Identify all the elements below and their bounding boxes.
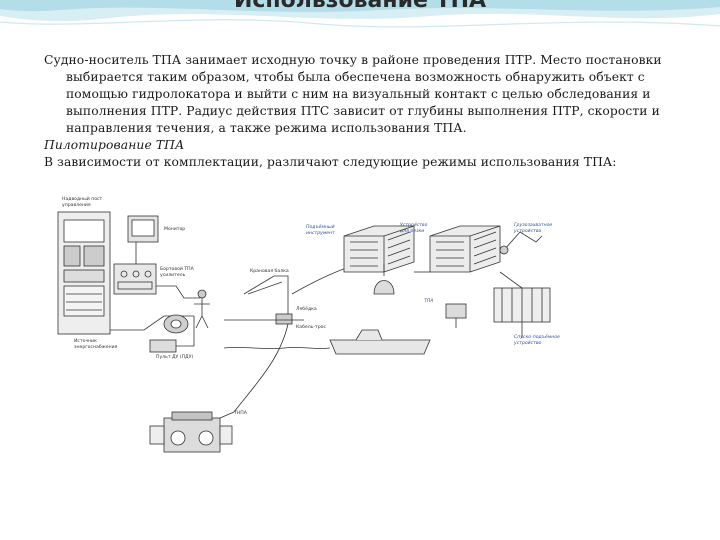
piloting-heading: Пилотирование ТПА bbox=[44, 137, 684, 154]
svg-text:Подъёмный: Подъёмный bbox=[306, 224, 335, 230]
slide-body: Судно-носитель ТПА занимает исходную точ… bbox=[44, 52, 684, 171]
svg-text:ТПА: ТПА bbox=[424, 298, 433, 304]
svg-text:Грузозахватное: Грузозахватное bbox=[514, 222, 552, 228]
svg-text:инструмент: инструмент bbox=[306, 231, 335, 236]
rov-system-diagram: Надводный пост управления Монитор Бортов… bbox=[44, 190, 584, 490]
svg-text:Кабель-трос: Кабель-трос bbox=[296, 324, 326, 330]
svg-text:для резки: для резки bbox=[399, 229, 424, 234]
svg-text:управления: управления bbox=[62, 203, 91, 208]
svg-text:Источник: Источник bbox=[74, 338, 97, 344]
svg-text:Монитор: Монитор bbox=[164, 226, 185, 232]
svg-text:Спуско-подъёмное: Спуско-подъёмное bbox=[514, 334, 560, 340]
svg-text:Бортовой ТПА: Бортовой ТПА bbox=[160, 265, 195, 272]
svg-text:устройство: устройство bbox=[513, 340, 542, 346]
intro-paragraph: Судно-носитель ТПА занимает исходную точ… bbox=[44, 52, 684, 137]
svg-text:энергоснабжения: энергоснабжения bbox=[74, 344, 118, 350]
svg-text:Надводный пост: Надводный пост bbox=[62, 195, 103, 202]
slide-title: Использование ТПА bbox=[0, 0, 720, 13]
svg-text:Устройство: Устройство bbox=[400, 222, 428, 228]
svg-text:устройство: устройство bbox=[513, 228, 542, 234]
svg-text:усилитель: усилитель bbox=[160, 273, 186, 278]
svg-text:Лебёдка: Лебёдка bbox=[296, 306, 317, 312]
svg-text:Крановая балка: Крановая балка bbox=[250, 268, 289, 274]
svg-text:ТНПА: ТНПА bbox=[233, 410, 248, 416]
modes-intro: В зависимости от комплектации, различают… bbox=[44, 154, 684, 171]
svg-text:Пульт ДУ (ПДУ): Пульт ДУ (ПДУ) bbox=[156, 354, 193, 360]
